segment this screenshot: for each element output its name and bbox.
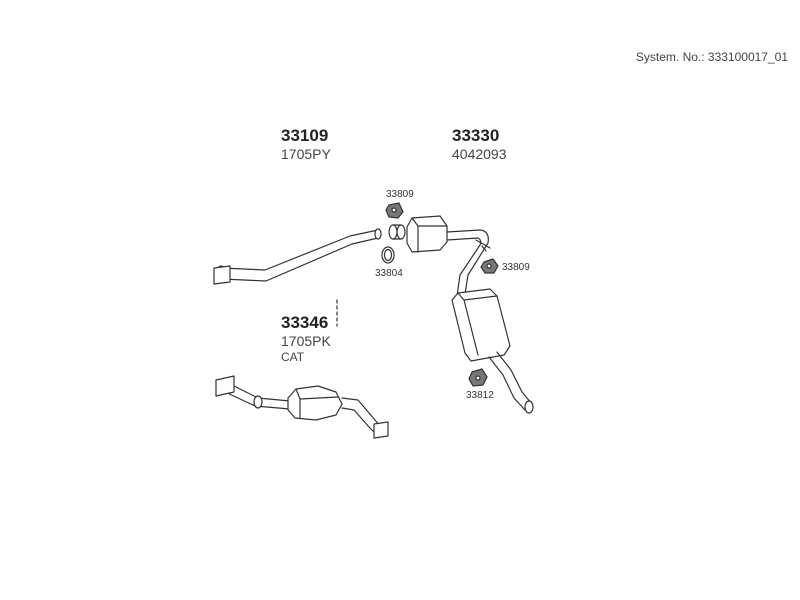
pipe-clamp-icon bbox=[388, 224, 406, 240]
rubber-mount-33812-icon bbox=[468, 368, 488, 387]
part-reference: 1705PY bbox=[281, 145, 331, 162]
rubber-mount-33809-top-icon bbox=[385, 202, 404, 219]
part-number: 33346 bbox=[281, 313, 329, 332]
catalytic-converter-33346 bbox=[215, 375, 389, 439]
part-note: CAT bbox=[281, 349, 305, 364]
label-33809-top: 33809 bbox=[386, 189, 414, 200]
label-33812: 33812 bbox=[466, 390, 494, 401]
rubber-mount-33809-right-icon bbox=[480, 258, 499, 274]
part-number: 33109 bbox=[281, 126, 329, 145]
part-33346-label: 33346 1705PK CAT bbox=[281, 313, 331, 364]
front-pipe-33109 bbox=[213, 228, 382, 285]
part-33330-label: 33330 4042093 bbox=[452, 126, 507, 162]
silencer-assembly-33330 bbox=[406, 215, 534, 414]
label-33804: 33804 bbox=[375, 268, 403, 279]
part-reference: 1705PK bbox=[281, 332, 331, 349]
part-reference: 4042093 bbox=[452, 145, 507, 162]
system-number: System. No.: 333100017_01 bbox=[635, 50, 788, 64]
part-number: 33330 bbox=[452, 126, 500, 145]
label-33809-right: 33809 bbox=[502, 262, 530, 273]
part-33109-label: 33109 1705PY bbox=[281, 126, 331, 162]
gasket-ring-33804-icon bbox=[381, 246, 395, 264]
